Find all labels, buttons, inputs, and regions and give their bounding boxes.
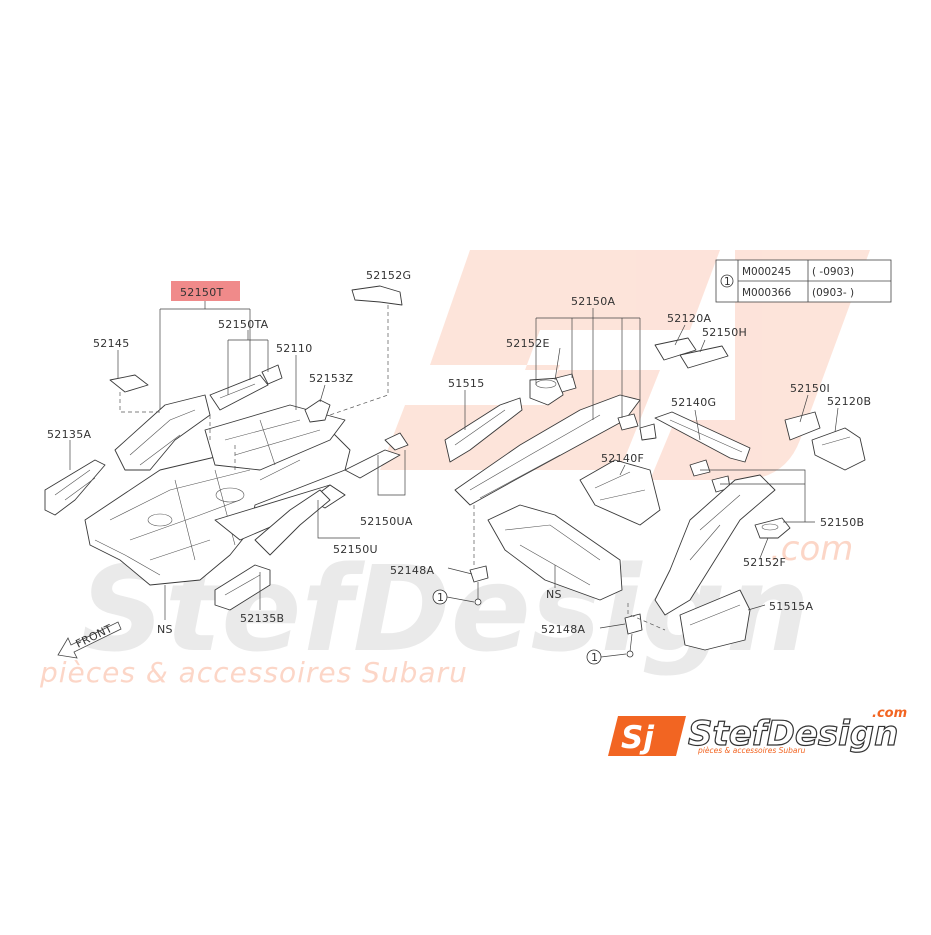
part-labels: 52150T 52150TA 52145 52110 52153Z 52152G… (47, 269, 871, 636)
highlight-52150T (171, 281, 240, 301)
logo-tagline: pièces & accessoires Subaru (697, 746, 806, 755)
label-52148A-2: 52148A (541, 623, 585, 636)
label-52110: 52110 (276, 342, 313, 355)
part-52135B (214, 564, 271, 611)
part-52153Z (304, 399, 331, 423)
part-52140G (654, 411, 751, 463)
label-52150U: 52150U (333, 543, 378, 556)
label-52150TA: 52150TA (218, 318, 269, 331)
label-52153Z: 52153Z (309, 372, 353, 385)
dashed-reference-lines (119, 305, 666, 631)
label-51515: 51515 (448, 377, 485, 390)
label-ns-left: NS (157, 623, 173, 636)
part-52148A-bracket-1 (469, 565, 489, 606)
callout-1b: 1 (586, 649, 627, 665)
callout-1a: 1 (432, 589, 475, 605)
label-52145: 52145 (93, 337, 130, 350)
stefdesign-logo: Sj StefDesign .com pièces & accessoires … (608, 706, 907, 756)
table-row-2-code: M000366 (742, 287, 791, 299)
part-ns-center-tunnel (487, 504, 623, 601)
watermark-tagline: pièces & accessoires Subaru (39, 656, 468, 689)
label-52135B: 52135B (240, 612, 284, 625)
callout-1a-text: 1 (437, 591, 444, 604)
table-callout: 1 (724, 276, 731, 288)
label-51515A: 51515A (769, 600, 813, 613)
part-52110-rail (254, 489, 331, 556)
part-52140F (579, 459, 661, 526)
leader-lines (69, 281, 839, 629)
label-52152E: 52152E (506, 337, 550, 350)
label-52120A: 52120A (667, 312, 711, 325)
part-52150A-frame (454, 373, 657, 506)
label-52120B: 52120B (827, 395, 871, 408)
label-52135A: 52135A (47, 428, 91, 441)
logo-mark-text: Sj (621, 720, 654, 756)
label-52140G: 52140G (671, 396, 716, 409)
logo-dotcom: .com (872, 706, 907, 721)
label-ns-center: NS (546, 588, 562, 601)
label-52152F: 52152F (743, 556, 786, 569)
label-52148A-1: 52148A (390, 564, 434, 577)
watermark-dotcom: .com (770, 529, 853, 569)
label-52150I: 52150I (790, 382, 830, 395)
part-52150H (679, 345, 729, 369)
callout-1b-text: 1 (591, 651, 598, 664)
label-52150A: 52150A (571, 295, 615, 308)
label-52150UA: 52150UA (360, 515, 413, 528)
part-52152F (754, 517, 791, 539)
logo-brand: StefDesign (688, 714, 898, 754)
part-51515 (444, 397, 523, 463)
part-52135A (44, 459, 106, 516)
part-52148A-bracket-2 (624, 613, 643, 658)
label-52152G: 52152G (366, 269, 411, 282)
part-52120B (811, 427, 866, 471)
part-51515A-rail (654, 474, 776, 651)
label-52150T: 52150T (180, 286, 224, 299)
label-52150H: 52150H (702, 326, 747, 339)
table-row-1-code: M000245 (742, 266, 791, 278)
part-52150T-assembly (114, 364, 283, 471)
part-52152G (351, 285, 403, 306)
part-52150I (784, 411, 821, 441)
logo-mark (608, 716, 686, 756)
part-52145 (109, 374, 149, 393)
reference-table: 1 M000245 ( -0903) M000366 (0903- ) (715, 259, 892, 303)
table-row-1-range: ( -0903) (812, 266, 854, 278)
table-row-2-range: (0903- ) (812, 287, 854, 299)
label-52150B: 52150B (820, 516, 864, 529)
label-52140F: 52140F (601, 452, 644, 465)
